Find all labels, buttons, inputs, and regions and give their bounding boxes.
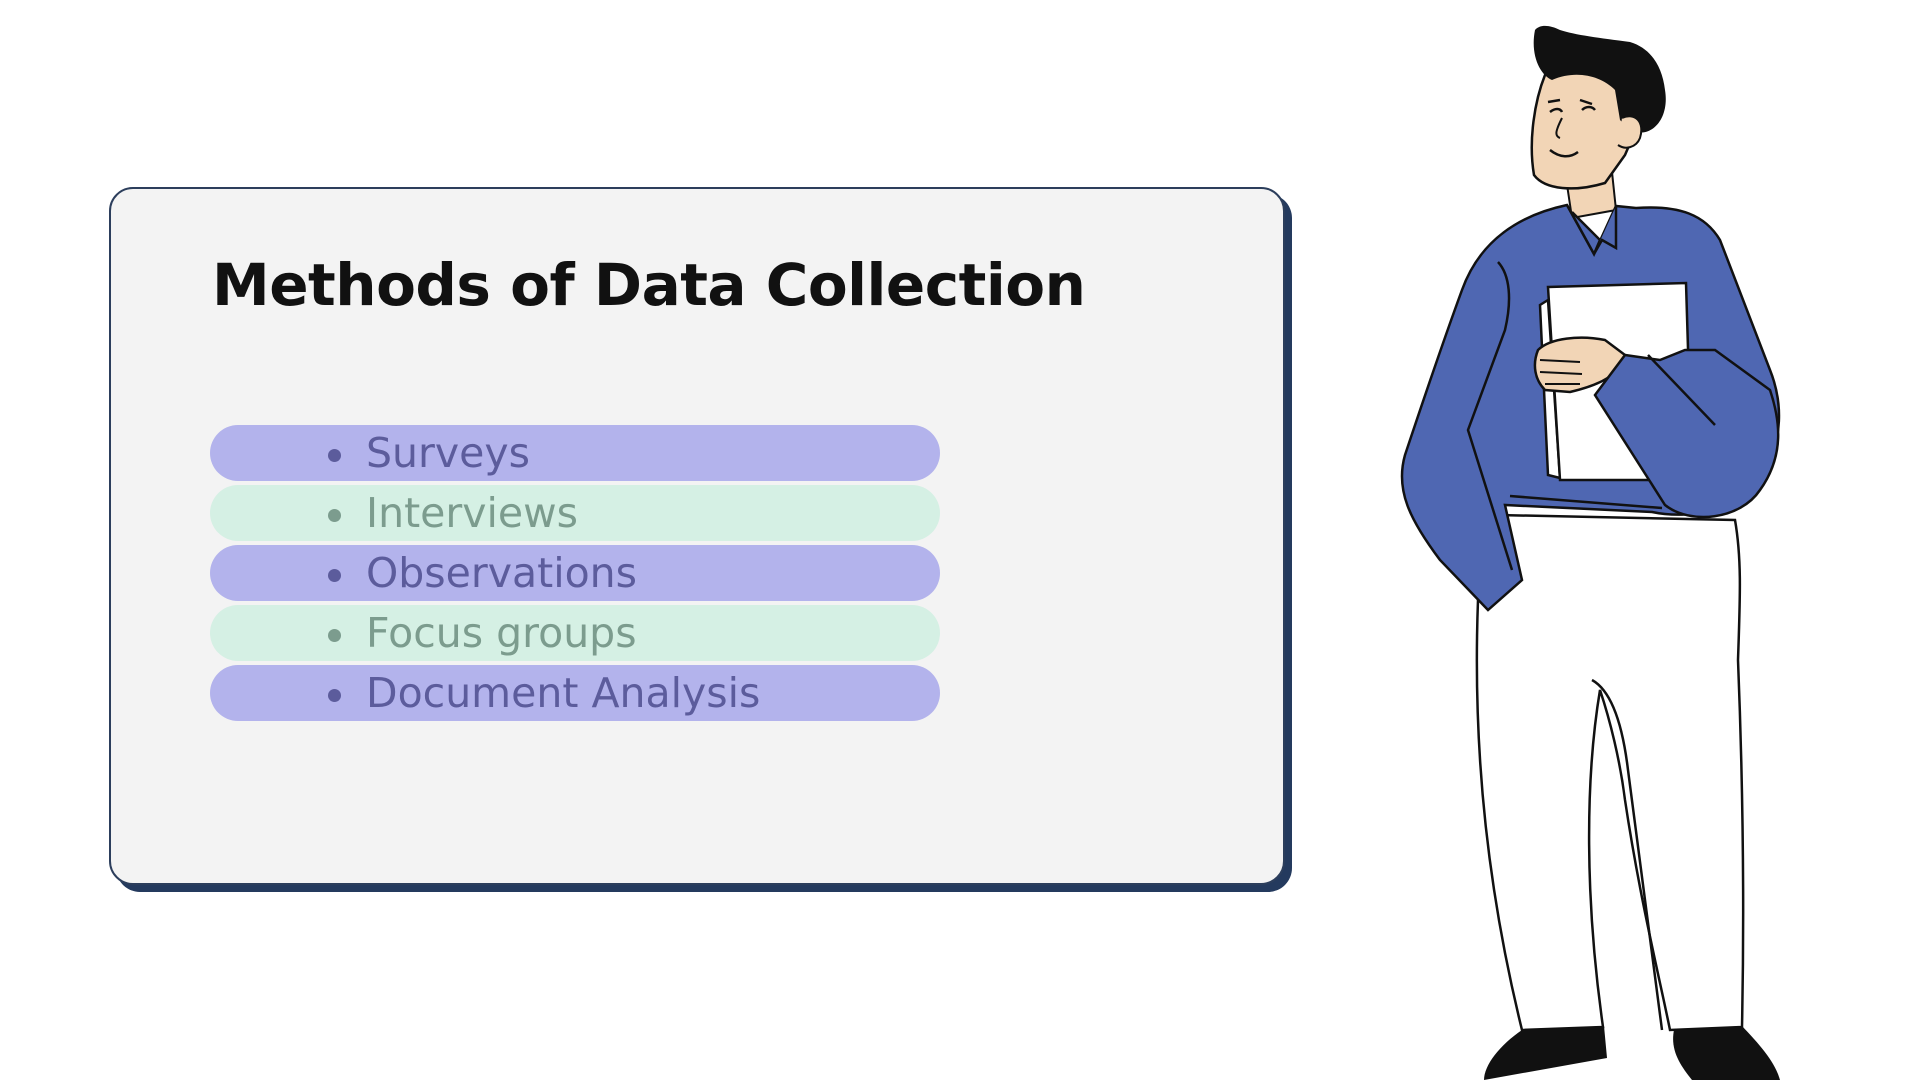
bullet-icon [328, 509, 341, 522]
eyebrows [1547, 98, 1593, 106]
methods-list: Surveys Interviews Observations Focus gr… [210, 425, 940, 725]
waist-line [1509, 494, 1663, 510]
content-card: Methods of Data Collection Surveys Inter… [109, 187, 1285, 885]
method-item-surveys: Surveys [210, 425, 940, 481]
mouth [1549, 149, 1579, 158]
method-item-interviews: Interviews [210, 485, 940, 541]
bullet-icon [328, 689, 341, 702]
method-label: Interviews [366, 489, 579, 537]
hair [1533, 25, 1666, 133]
bullet-icon [328, 629, 341, 642]
method-label: Surveys [366, 429, 530, 477]
left-shoe [1484, 1026, 1607, 1080]
right-arm [1593, 348, 1780, 519]
right-shoe [1673, 1026, 1780, 1080]
method-label: Observations [366, 549, 638, 597]
method-label: Focus groups [366, 609, 637, 657]
cuff-line [1647, 354, 1716, 426]
method-item-observations: Observations [210, 545, 940, 601]
collar-right [1592, 206, 1618, 255]
bullet-icon [328, 569, 341, 582]
person-holding-folder-illustration [1400, 25, 1781, 1080]
eyes [1549, 105, 1596, 114]
bullet-icon [328, 449, 341, 462]
method-label: Document Analysis [366, 669, 761, 717]
fingers [1539, 359, 1583, 385]
nose [1555, 117, 1563, 139]
arm-fold [1466, 261, 1514, 571]
method-item-focus-groups: Focus groups [210, 605, 940, 661]
trouser-seam [1591, 678, 1664, 1031]
method-item-document-analysis: Document Analysis [210, 665, 940, 721]
trousers [1475, 513, 1745, 1032]
slide-title: Methods of Data Collection [212, 251, 1086, 319]
ear [1617, 115, 1643, 149]
